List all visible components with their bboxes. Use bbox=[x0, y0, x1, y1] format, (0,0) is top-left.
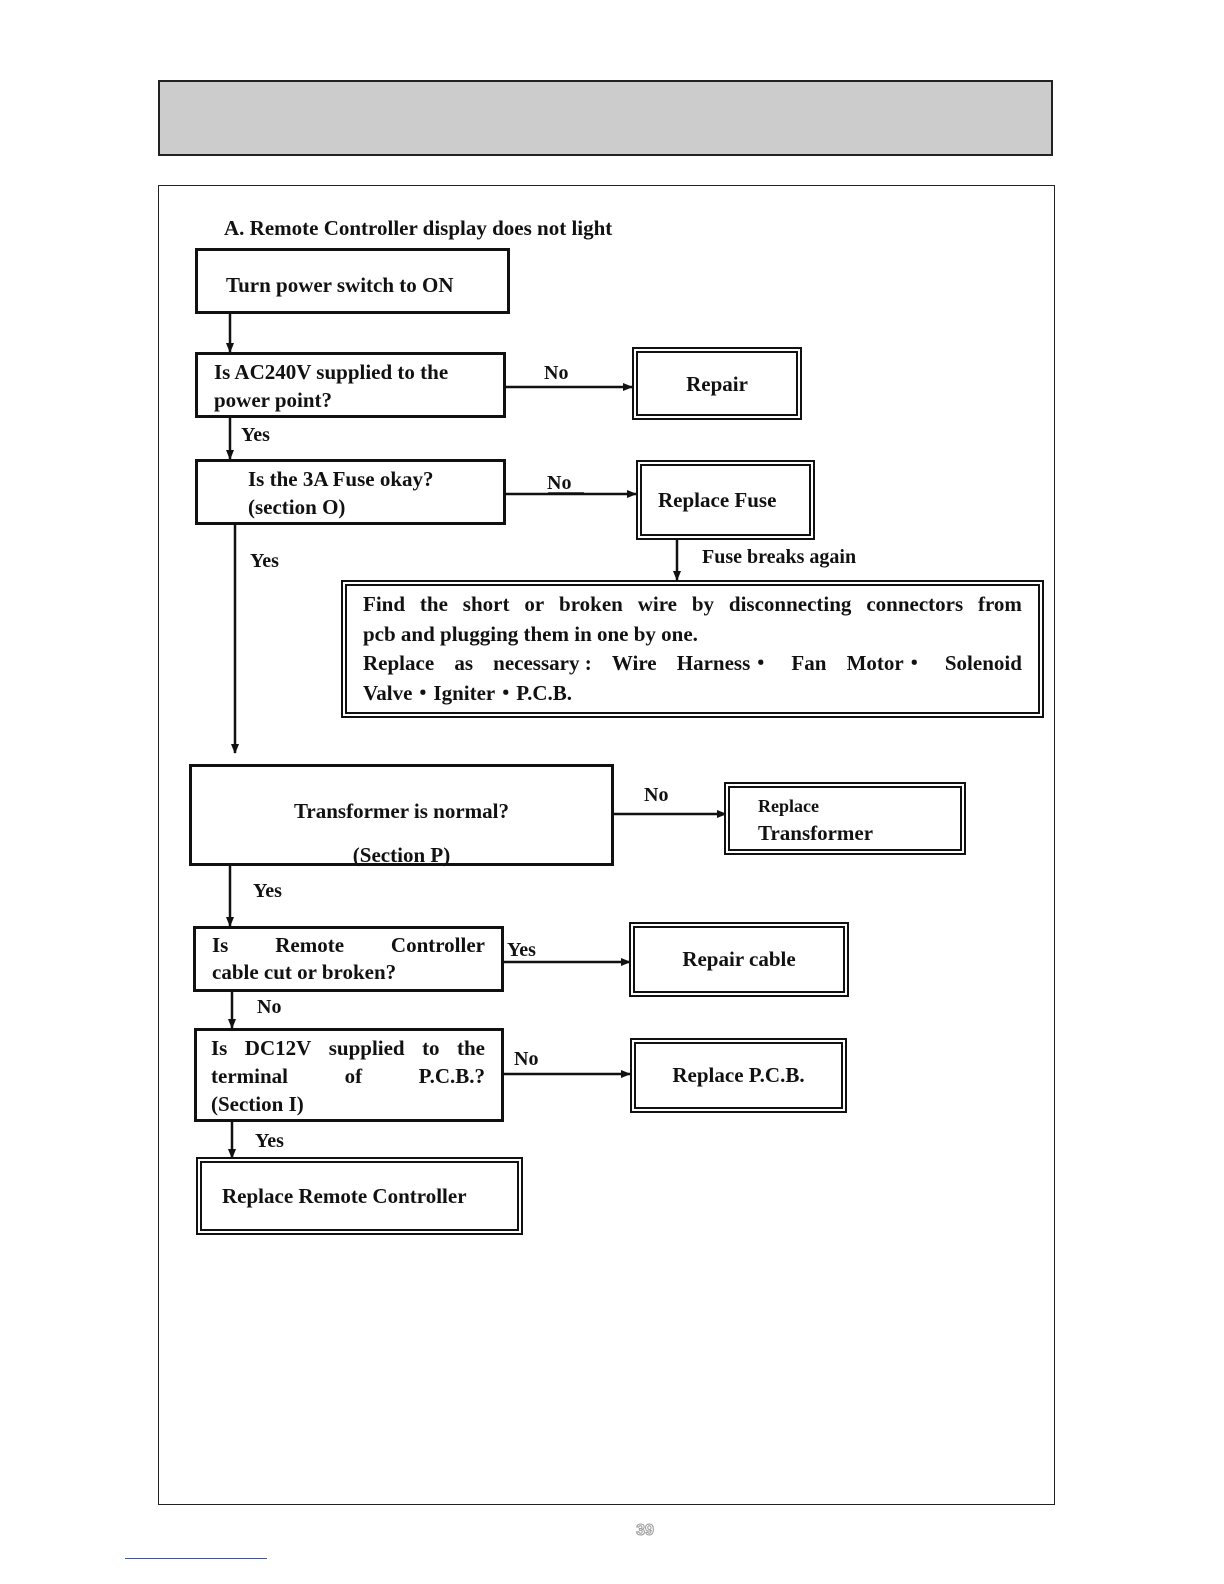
node-replace-pcb: Replace P.C.B. bbox=[630, 1038, 847, 1113]
node-power-switch: Turn power switch to ON bbox=[195, 248, 510, 314]
label-cable-no: No bbox=[257, 996, 282, 1018]
label-dc12v-yes: Yes bbox=[255, 1130, 284, 1152]
page-number: 39 bbox=[636, 1522, 655, 1540]
node-replace-remote-controller: Replace Remote Controller bbox=[196, 1157, 523, 1235]
label-transformer-no: No bbox=[644, 784, 669, 806]
label-cable-yes: Yes bbox=[507, 939, 536, 961]
node-repair: Repair bbox=[632, 347, 802, 420]
node-repair-cable: Repair cable bbox=[629, 922, 849, 997]
label-ac-yes: Yes bbox=[241, 424, 270, 446]
label-fuse-no: No bbox=[547, 472, 572, 494]
diagram-frame bbox=[158, 185, 1055, 1505]
node-replace-transformer: Replace Transformer bbox=[724, 782, 966, 855]
node-transformer-question: Transformer is normal? (Section P) bbox=[189, 764, 614, 867]
node-fuse-question: Is the 3A Fuse okay? (section O) bbox=[195, 459, 506, 525]
label-dc12v-no: No bbox=[514, 1048, 539, 1070]
label-transformer-yes: Yes bbox=[253, 880, 282, 902]
section-title: A. Remote Controller display does not li… bbox=[224, 216, 613, 240]
node-replace-fuse: Replace Fuse bbox=[636, 460, 815, 540]
label-fuse-breaks-again: Fuse breaks again bbox=[702, 546, 857, 568]
footer-link-underline[interactable] bbox=[125, 1558, 267, 1559]
node-ac240v-question: Is AC240V supplied to the power point? bbox=[195, 352, 506, 418]
label-fuse-yes: Yes bbox=[250, 550, 279, 572]
label-ac-no: No bbox=[544, 362, 569, 384]
section-header-bar bbox=[158, 80, 1053, 156]
